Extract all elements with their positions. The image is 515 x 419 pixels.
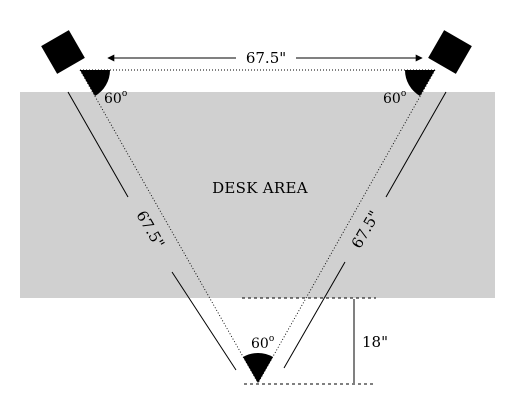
left-angle-label: 60o <box>104 89 127 107</box>
svg-text:60o: 60o <box>104 89 127 107</box>
listener-angle-label: 60o <box>251 334 274 352</box>
left-side-dimension <box>67 91 237 371</box>
desk-area <box>20 92 495 298</box>
listener-angle-wedge <box>243 352 273 383</box>
left-side-line-lower <box>171 271 237 371</box>
right-angle-label: 60o <box>383 89 406 107</box>
left-speaker <box>41 30 85 74</box>
svg-text:60o: 60o <box>251 334 274 352</box>
right-angle-wedge <box>405 70 435 96</box>
right-side-line-lower <box>283 261 346 369</box>
speaker-distance-label: 67.5" <box>246 49 286 67</box>
right-side-dimension <box>283 91 447 369</box>
placement-triangle <box>79 69 436 384</box>
right-speaker <box>428 30 472 74</box>
right-side-line-upper <box>385 91 447 198</box>
desk-area-label: DESK AREA <box>212 179 308 197</box>
listener-offset-label: 18" <box>362 333 388 351</box>
left-angle-wedge <box>80 70 111 96</box>
triangle-left-edge <box>79 69 259 384</box>
left-side-line-upper <box>67 91 129 198</box>
listener-offset-dimension <box>242 297 376 385</box>
svg-text:60o: 60o <box>383 89 406 107</box>
